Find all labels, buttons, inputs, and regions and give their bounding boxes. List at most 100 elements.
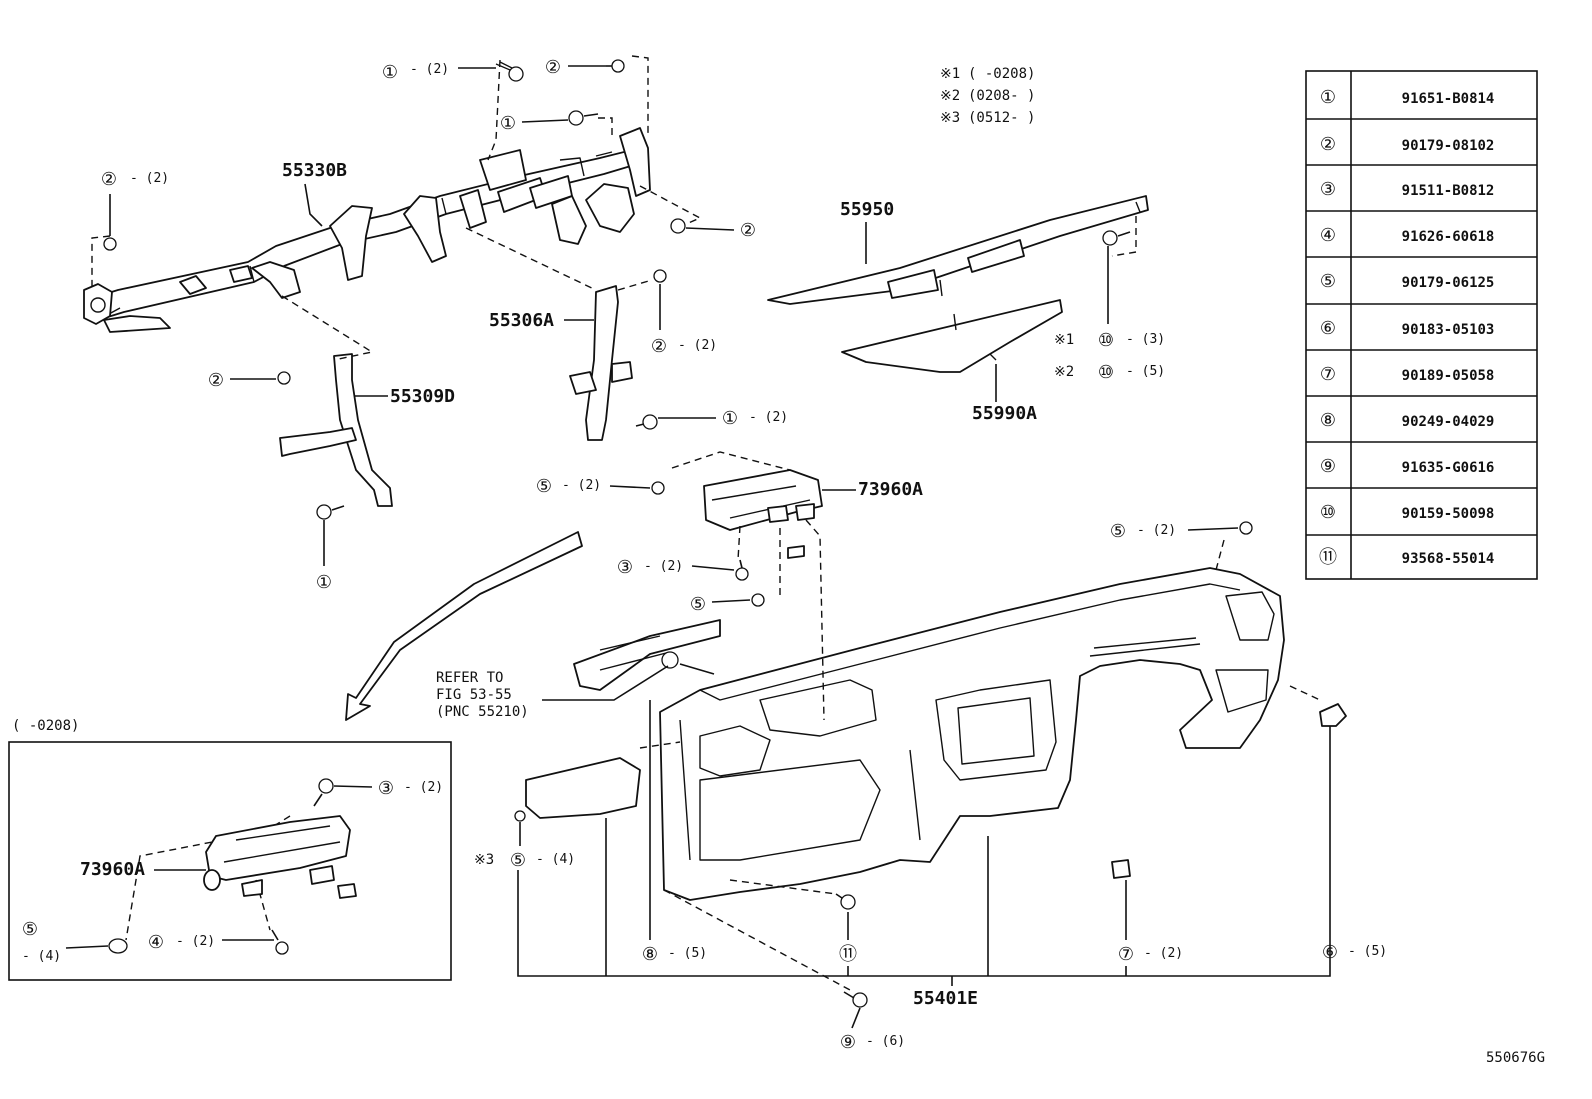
callout-1-top-left: ① - (2): [382, 62, 496, 83]
callout-1-mid-top: ①: [500, 113, 569, 134]
callout-3-inset: ③ - (2): [333, 778, 443, 799]
svg-text:④: ④: [148, 932, 164, 953]
reference-arrow: [345, 531, 583, 721]
svg-text:③: ③: [617, 557, 633, 578]
refer-line1: REFER TO: [436, 670, 503, 686]
instrument-panel-55401e: [659, 567, 1285, 901]
table-num-2: ②: [1320, 134, 1336, 155]
callout-5-airbag-lower: ⑤: [690, 594, 751, 615]
table-code-8: 90249-04029: [1402, 414, 1495, 430]
refer-line3: (PNC 55210): [436, 704, 529, 720]
svg-text:- (2): - (2): [410, 62, 449, 77]
parts-table-border: [1305, 70, 1538, 580]
svg-text:⑨: ⑨: [840, 1032, 856, 1053]
callout-1-lower-brace: ①: [316, 520, 332, 593]
callout-5-airbag-top: ⑤ - (2): [536, 476, 651, 497]
svg-text:②: ②: [208, 370, 224, 391]
label-73960a-main: 73960A: [858, 479, 923, 500]
svg-text:⑤: ⑤: [536, 476, 552, 497]
clip-7: [1111, 859, 1131, 879]
table-num-11: ⑪: [1319, 547, 1337, 568]
airbag-inset: [203, 815, 357, 899]
svg-text:①: ①: [316, 572, 332, 593]
brace-55306a: [569, 285, 633, 441]
inset-box: [8, 741, 452, 981]
svg-text:- (4): - (4): [22, 949, 61, 964]
svg-text:- (2): - (2): [130, 171, 169, 186]
svg-text:①: ①: [500, 113, 516, 134]
label-55950: 55950: [840, 199, 894, 220]
svg-text:①: ①: [722, 408, 738, 429]
table-code-11: 93568-55014: [1402, 551, 1495, 567]
callout-2-lower-brace: ②: [208, 370, 276, 391]
svg-text:⑧: ⑧: [642, 944, 658, 965]
table-code-1: 91651-B0814: [1402, 91, 1495, 107]
note-1-text: ( -0208): [968, 66, 1035, 82]
svg-text:- (2): - (2): [1144, 946, 1183, 961]
clip-right: [1319, 703, 1347, 727]
reinforcement-beam-55330b: [83, 127, 651, 333]
table-num-7: ⑦: [1320, 364, 1336, 385]
callout-5-note-3: ※3 ⑤ - (4): [474, 822, 575, 871]
note-2-mark: ※2: [940, 88, 960, 104]
note-2-text: (0208- ): [968, 88, 1035, 104]
svg-text:⑤: ⑤: [1110, 521, 1126, 542]
svg-text:※3: ※3: [474, 852, 494, 868]
table-num-4: ④: [1320, 225, 1336, 246]
svg-text:⑤: ⑤: [690, 594, 706, 615]
inset-title: ( -0208): [12, 718, 79, 734]
label-55990a: 55990A: [972, 403, 1037, 424]
table-num-9: ⑨: [1320, 456, 1336, 477]
label-55330b: 55330B: [282, 160, 347, 181]
trim-strip: [573, 619, 721, 691]
svg-text:- (5): - (5): [668, 946, 707, 961]
defroster-duct-55990a: [841, 299, 1063, 373]
svg-text:②: ②: [545, 57, 561, 78]
svg-text:※1: ※1: [1054, 332, 1074, 348]
svg-text:- (5): - (5): [1348, 944, 1387, 959]
defroster-nozzle-55950: [767, 195, 1149, 305]
callout-2-brace: ② - (2): [651, 284, 717, 357]
callout-10-note-1: ※1 ⑩ - (3): [1054, 246, 1165, 351]
table-code-7: 90189-05058: [1402, 368, 1495, 384]
table-code-5: 90179-06125: [1402, 275, 1495, 291]
svg-text:⑥: ⑥: [1322, 942, 1338, 963]
svg-text:- (4): - (4): [536, 852, 575, 867]
note-1-mark: ※1: [940, 66, 960, 82]
table-code-6: 90183-05103: [1402, 322, 1495, 338]
svg-text:- (2): - (2): [644, 559, 683, 574]
svg-text:⑩: ⑩: [1098, 362, 1114, 383]
callout-5-inset: ⑤ - (4): [22, 919, 109, 964]
note-3-mark: ※3: [940, 110, 960, 126]
svg-text:②: ②: [101, 169, 117, 190]
panel-bracket-lines: [517, 700, 1331, 986]
svg-text:⑤: ⑤: [22, 919, 38, 940]
note-3-text: (0512- ): [968, 110, 1035, 126]
svg-text:※2: ※2: [1054, 364, 1074, 380]
brace-55309d: [279, 353, 393, 507]
table-code-9: 91635-G0616: [1402, 460, 1495, 476]
table-num-5: ⑤: [1320, 271, 1336, 292]
svg-text:- (2): - (2): [562, 478, 601, 493]
label-55401e: 55401E: [913, 988, 978, 1009]
table-num-1: ①: [1320, 87, 1336, 108]
svg-text:- (5): - (5): [1126, 364, 1165, 379]
svg-text:⑦: ⑦: [1118, 944, 1134, 965]
label-55309d: 55309D: [390, 386, 455, 407]
airbag-73960a: [703, 469, 823, 559]
svg-text:- (2): - (2): [1137, 523, 1176, 538]
table-code-2: 90179-08102: [1402, 138, 1495, 154]
svg-text:- (2): - (2): [678, 338, 717, 353]
table-num-10: ⑩: [1320, 502, 1336, 523]
svg-text:②: ②: [651, 336, 667, 357]
table-num-8: ⑧: [1320, 410, 1336, 431]
callout-1-brace-bottom: ① - (2): [658, 408, 788, 429]
table-num-3: ③: [1320, 179, 1336, 200]
callout-2-left: ② - (2): [101, 169, 169, 236]
svg-text:- (2): - (2): [404, 780, 443, 795]
callout-3-airbag: ③ - (2): [617, 557, 735, 578]
svg-text:⑩: ⑩: [1098, 330, 1114, 351]
callout-2-right-beam: ②: [685, 220, 756, 241]
table-code-4: 91626-60618: [1402, 229, 1495, 245]
